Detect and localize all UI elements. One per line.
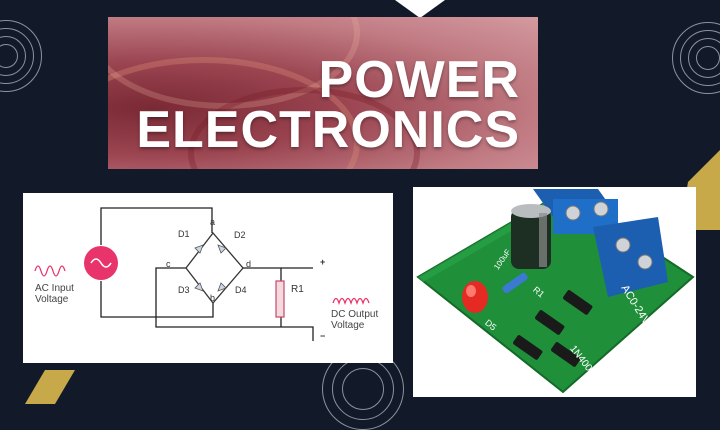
title-banner: POWER ELECTRONICS: [108, 17, 538, 169]
diode-d3-icon: [194, 282, 204, 292]
capacitor-icon: [511, 204, 551, 269]
node-b-label: b: [210, 293, 216, 303]
banner-title-line2: ELECTRONICS: [136, 101, 520, 159]
node-c-label: c: [166, 259, 171, 269]
diode-d2-label: D2: [234, 230, 246, 240]
led-icon: [462, 281, 488, 313]
pcb-illustration: [416, 189, 695, 394]
dc-output-label: DC Output Voltage: [331, 309, 378, 331]
resistor-r1-icon: [502, 272, 528, 294]
ac-input-label-line2: Voltage: [35, 294, 69, 305]
diode-d4-icon: [217, 282, 227, 292]
pcb-photo: AC0-24V 1N4007*4 R1 D5 100uF: [413, 187, 696, 397]
bridge-rectifier-diagram: a c d b D1 D2 D3 D4 R1 + − AC Input Volt…: [23, 193, 393, 363]
terminal-block-icon: [533, 189, 668, 297]
diode-array-icon: [513, 290, 593, 367]
banner-title-line1: POWER: [318, 51, 520, 109]
ac-input-label-line1: AC Input: [35, 283, 74, 294]
diode-d1-icon: [194, 244, 204, 254]
dc-output-label-line2: Voltage: [331, 320, 365, 331]
diode-d3-label: D3: [178, 285, 190, 295]
diode-d4-label: D4: [235, 285, 247, 295]
dc-output-label-line1: DC Output: [331, 309, 379, 320]
banner-title: POWER ELECTRONICS: [136, 51, 520, 159]
ac-wave-icon: [34, 265, 66, 277]
ac-input-label: AC Input Voltage: [35, 283, 74, 305]
resistor-r1-icon: [275, 280, 285, 318]
dc-wave-icon: [332, 297, 370, 306]
plus-terminal: +: [320, 257, 326, 267]
minus-terminal: −: [320, 331, 326, 341]
diode-d2-icon: [217, 244, 227, 254]
node-d-label: d: [246, 259, 252, 269]
resistor-label: R1: [291, 284, 304, 295]
circuit-wires: [34, 207, 370, 341]
diode-d1-label: D1: [178, 229, 190, 239]
node-a-label: a: [210, 217, 216, 227]
